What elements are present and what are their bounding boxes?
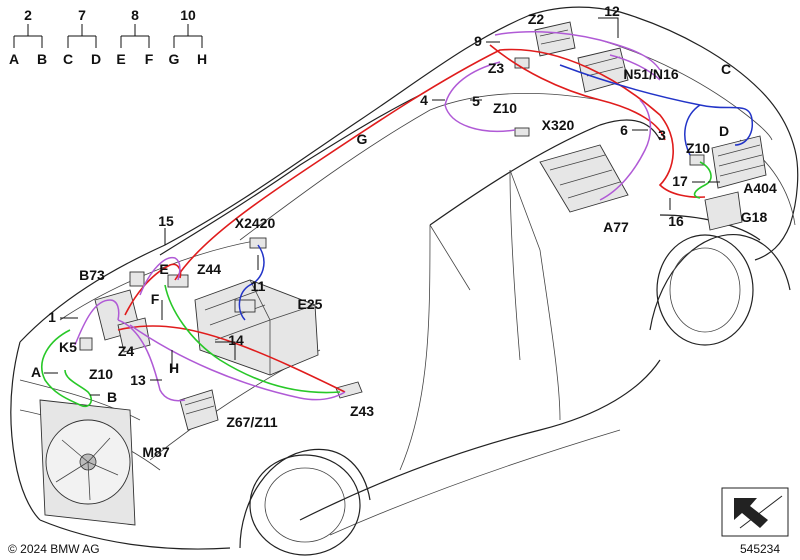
label-g18: G18 — [741, 209, 768, 225]
k5-relay — [79, 337, 93, 351]
harness-green-f — [164, 284, 341, 394]
harness-purple-15 — [139, 256, 181, 296]
car-body-outline — [10, 6, 799, 556]
label-z3: Z3 — [488, 60, 505, 76]
label-3: 3 — [658, 127, 666, 143]
label-4: 4 — [420, 92, 428, 108]
label-a404: A404 — [743, 180, 777, 196]
legend-letter: E — [116, 51, 125, 67]
label-1: 1 — [48, 309, 56, 325]
legend-group-2: 2 A B — [9, 7, 47, 67]
z10-right-connector — [689, 154, 705, 166]
label-6: 6 — [620, 122, 628, 138]
m87-fan — [39, 399, 136, 526]
label-15: 15 — [158, 213, 174, 229]
x2420-connector — [249, 237, 267, 249]
e25-climate-unit — [194, 279, 319, 376]
label-a77: A77 — [603, 219, 629, 235]
label-f: F — [151, 291, 160, 307]
leader-lines — [44, 17, 720, 396]
label-z4: Z4 — [118, 343, 135, 359]
harness-blue-x2420 — [238, 244, 265, 321]
label-x320: X320 — [542, 117, 575, 133]
copyright-text: © 2024 BMW AG — [8, 542, 100, 556]
label-12: 12 — [604, 3, 620, 19]
wire-harnesses — [41, 31, 754, 408]
label-17: 17 — [672, 173, 688, 189]
label-16: 16 — [668, 213, 684, 229]
legend-letter: H — [197, 51, 207, 67]
harness-red-lower — [117, 325, 346, 393]
harness-purple-a77 — [599, 99, 652, 201]
label-e: E — [159, 261, 168, 277]
harness-green-rear — [693, 161, 712, 199]
label-z10-right: Z10 — [686, 140, 710, 156]
label-13: 13 — [130, 372, 146, 388]
label-z10-left: Z10 — [89, 366, 113, 382]
legend-letter: C — [63, 51, 73, 67]
label-x2420: X2420 — [235, 215, 276, 231]
harness-red-top — [489, 44, 666, 141]
legend-number: 8 — [131, 7, 139, 23]
g18-battery — [704, 191, 743, 231]
legend-letter: A — [9, 51, 19, 67]
legend-group-8: 8 E F — [116, 7, 153, 67]
callout-labels: Z2 12 9 Z3 N51/N16 C 4 5 Z10 X320 G 6 3 … — [31, 3, 777, 460]
z3-connector — [514, 57, 530, 69]
label-m87: M87 — [142, 444, 169, 460]
label-5: 5 — [472, 93, 480, 109]
a77-unit — [539, 144, 629, 213]
label-k5: K5 — [59, 339, 77, 355]
label-9: 9 — [474, 33, 482, 49]
legend-number: 7 — [78, 7, 86, 23]
label-b: B — [107, 389, 117, 405]
legend-group-10: 10 G H — [169, 7, 208, 67]
label-a: A — [31, 364, 41, 380]
legend-group-7: 7 C D — [63, 7, 101, 67]
harness-green-front — [41, 329, 92, 408]
a404-module — [711, 135, 767, 189]
z67-z11-module — [179, 389, 219, 431]
x320-connector — [514, 127, 530, 137]
label-z2: Z2 — [528, 11, 545, 27]
legend-number: 2 — [24, 7, 32, 23]
footer: © 2024 BMW AG 545234 — [8, 487, 789, 556]
legend-letter: B — [37, 51, 47, 67]
legend-number: 10 — [180, 7, 196, 23]
harness-purple-front — [74, 299, 186, 402]
label-z43: Z43 — [350, 403, 374, 419]
label-z10-top: Z10 — [493, 100, 517, 116]
components — [39, 21, 767, 526]
arrow-symbol-icon — [721, 487, 789, 537]
label-d: D — [719, 123, 729, 139]
label-n51-n16: N51/N16 — [623, 66, 678, 82]
harness-purple-14 — [129, 324, 346, 401]
label-z44: Z44 — [197, 261, 221, 277]
harness-purple-upper — [494, 31, 661, 81]
harness-purple-loop — [444, 61, 516, 132]
harness-blue-rear — [559, 64, 754, 156]
label-11: 11 — [251, 278, 266, 294]
n51-n16-module — [577, 47, 629, 93]
label-b73: B73 — [79, 267, 105, 283]
label-g: G — [357, 131, 368, 147]
label-z67-z11: Z67/Z11 — [226, 414, 278, 430]
label-14: 14 — [228, 332, 244, 348]
label-c: C — [721, 61, 731, 77]
label-e25: E25 — [298, 296, 323, 312]
legend-letter: F — [145, 51, 154, 67]
legend: 2 A B 7 C D 8 E F 10 G H — [9, 7, 207, 67]
z2-module — [534, 21, 576, 57]
document-number: 545234 — [740, 542, 780, 556]
legend-letter: G — [169, 51, 180, 67]
legend-letter: D — [91, 51, 101, 67]
label-h: H — [169, 360, 179, 376]
harness-red-g — [174, 48, 706, 281]
